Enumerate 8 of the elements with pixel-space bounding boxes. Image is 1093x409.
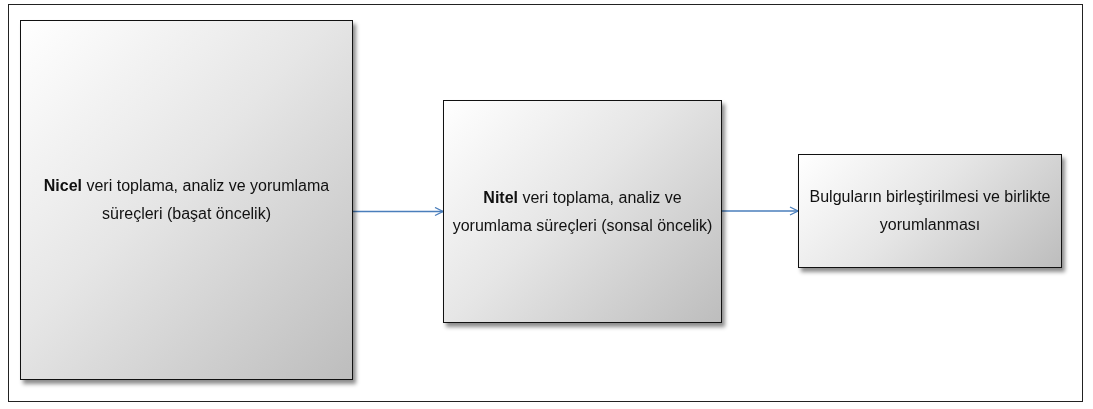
box-label: Nitel veri toplama, analiz ve yorumlama süreçleri (sonsal öncelik) (451, 187, 714, 236)
process-box (20, 20, 353, 380)
process-box (443, 100, 722, 323)
box-label: Nicel veri toplama, analiz ve yorumlama süreçleri (başat öncelik) (42, 176, 331, 224)
arrow (721, 206, 799, 216)
process-box (798, 154, 1062, 268)
box-label: Bulguların birleştirilmesi ve birlikte yorumlanması (808, 187, 1052, 235)
arrow (352, 206, 444, 217)
